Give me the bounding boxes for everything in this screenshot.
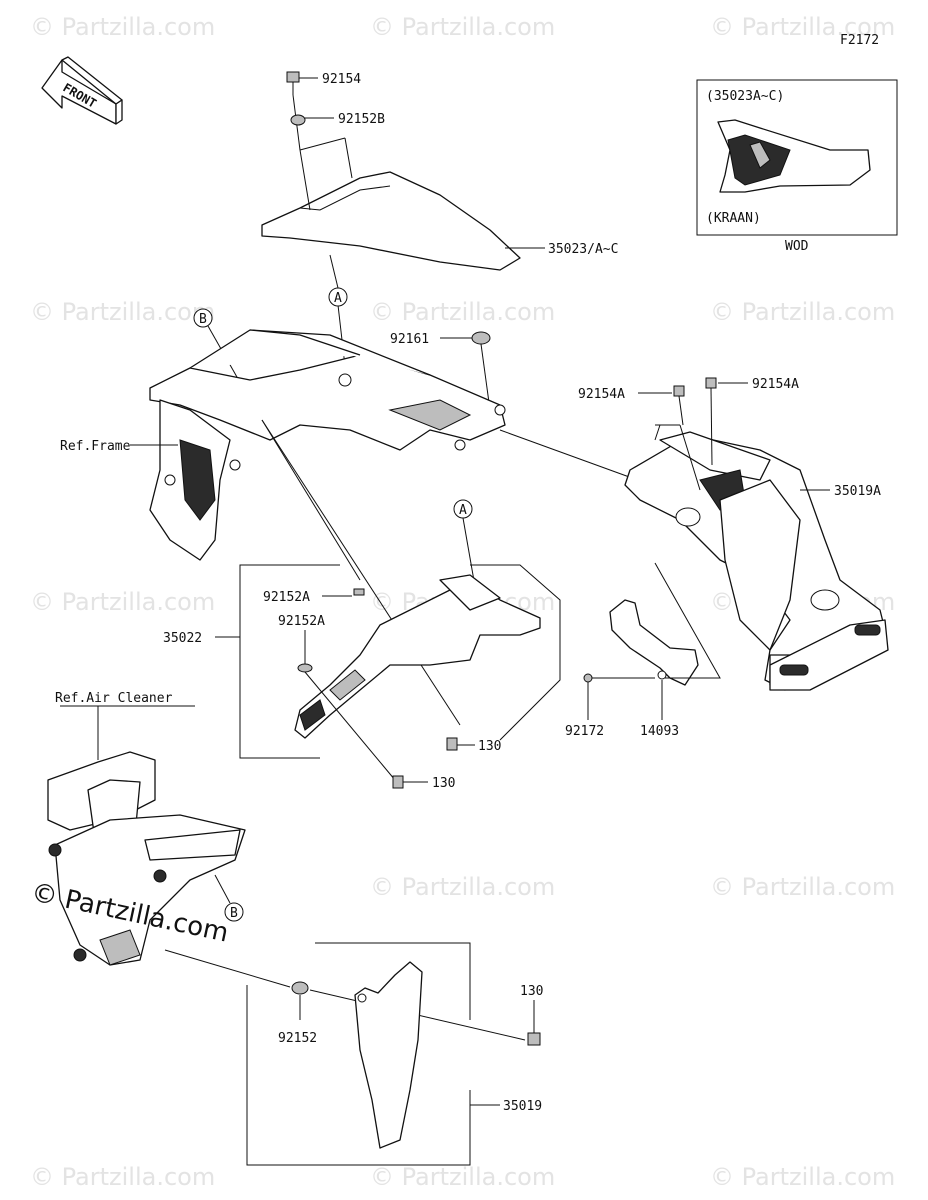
inset-caption: WOD: [785, 239, 809, 254]
bolt-92154: 92154: [286, 71, 361, 95]
mud-flap-group: 92152 35019 130: [164, 942, 543, 1166]
inset-bottom-text: (KRAAN): [706, 211, 761, 226]
ref-a-top: A: [334, 291, 342, 306]
figure-code: F2172: [840, 33, 879, 48]
bolt-130-a: 130: [446, 737, 501, 754]
part-label-35019a: 35019A: [834, 484, 881, 499]
watermark: © Partzilla.com: [710, 13, 895, 41]
rear-frame: Ref.Frame: [60, 329, 506, 561]
front-arrow-icon: FRONT: [41, 56, 123, 125]
part-label-92154a-right: 92154A: [752, 377, 799, 392]
watermark: © Partzilla.com: [30, 1163, 215, 1191]
ref-air-cleaner-label: Ref.Air Cleaner: [55, 691, 173, 706]
inset-top-text: (35023A~C): [706, 89, 784, 104]
part-label-92161: 92161: [390, 332, 429, 347]
inset-fender-drawing: [717, 119, 871, 193]
part-label-35022: 35022: [163, 631, 202, 646]
top-fender: [261, 94, 521, 271]
variant-inset: (35023A~C) (KRAAN) WOD: [696, 79, 898, 254]
bolt-130-b: 130: [392, 775, 455, 791]
part-label-92152b: 92152B: [338, 112, 385, 127]
watermark: © Partzilla.com: [30, 13, 215, 41]
screw-92172: 92172: [565, 673, 655, 739]
part-label-92152: 92152: [278, 1031, 317, 1046]
air-cleaner: Ref.Air Cleaner: [47, 691, 246, 966]
ref-b-lower: B: [230, 906, 238, 921]
rear-fender-35019a: 35019A: [624, 424, 889, 691]
bracket-14093: 14093: [609, 562, 721, 739]
washer-92152b: 92152B: [290, 112, 385, 127]
watermark: © Partzilla.com: [710, 873, 895, 901]
part-label-35023: 35023/A~C: [548, 242, 618, 257]
ref-frame-label: Ref.Frame: [60, 439, 131, 454]
part-label-130-c: 130: [520, 984, 543, 999]
ref-b-top: B: [199, 312, 207, 327]
bolt-92154a-left: 92154A: [578, 385, 685, 426]
watermark: © Partzilla.com: [710, 298, 895, 326]
grommet-92152a-upper: 92152A: [263, 588, 365, 605]
part-label-92172: 92172: [565, 724, 604, 739]
part-label-14093: 14093: [640, 724, 679, 739]
part-label-130-a: 130: [478, 739, 501, 754]
watermark: © Partzilla.com: [370, 1163, 555, 1191]
part-label-130-b: 130: [432, 776, 455, 791]
part-label-92152a-lower: 92152A: [278, 614, 325, 629]
watermark: © Partzilla.com: [370, 13, 555, 41]
watermark: © Partzilla.com: [30, 298, 215, 326]
watermark: © Partzilla.com: [30, 588, 215, 616]
ref-a-mid: A: [459, 503, 467, 518]
inner-fender-group: 35022: [163, 564, 561, 759]
watermark: © Partzilla.com: [370, 298, 555, 326]
grommet-92152a-lower: 92152A: [278, 614, 396, 781]
part-label-92154: 92154: [322, 72, 361, 87]
grommet-92161: 92161: [390, 331, 491, 411]
part-label-35019: 35019: [503, 1099, 542, 1114]
part-label-92152a-upper: 92152A: [263, 590, 310, 605]
part-label-92154a-left: 92154A: [578, 387, 625, 402]
watermark: © Partzilla.com: [370, 873, 555, 901]
bolt-92154a-right: 92154A: [705, 377, 799, 466]
watermark: © Partzilla.com: [710, 1163, 895, 1191]
